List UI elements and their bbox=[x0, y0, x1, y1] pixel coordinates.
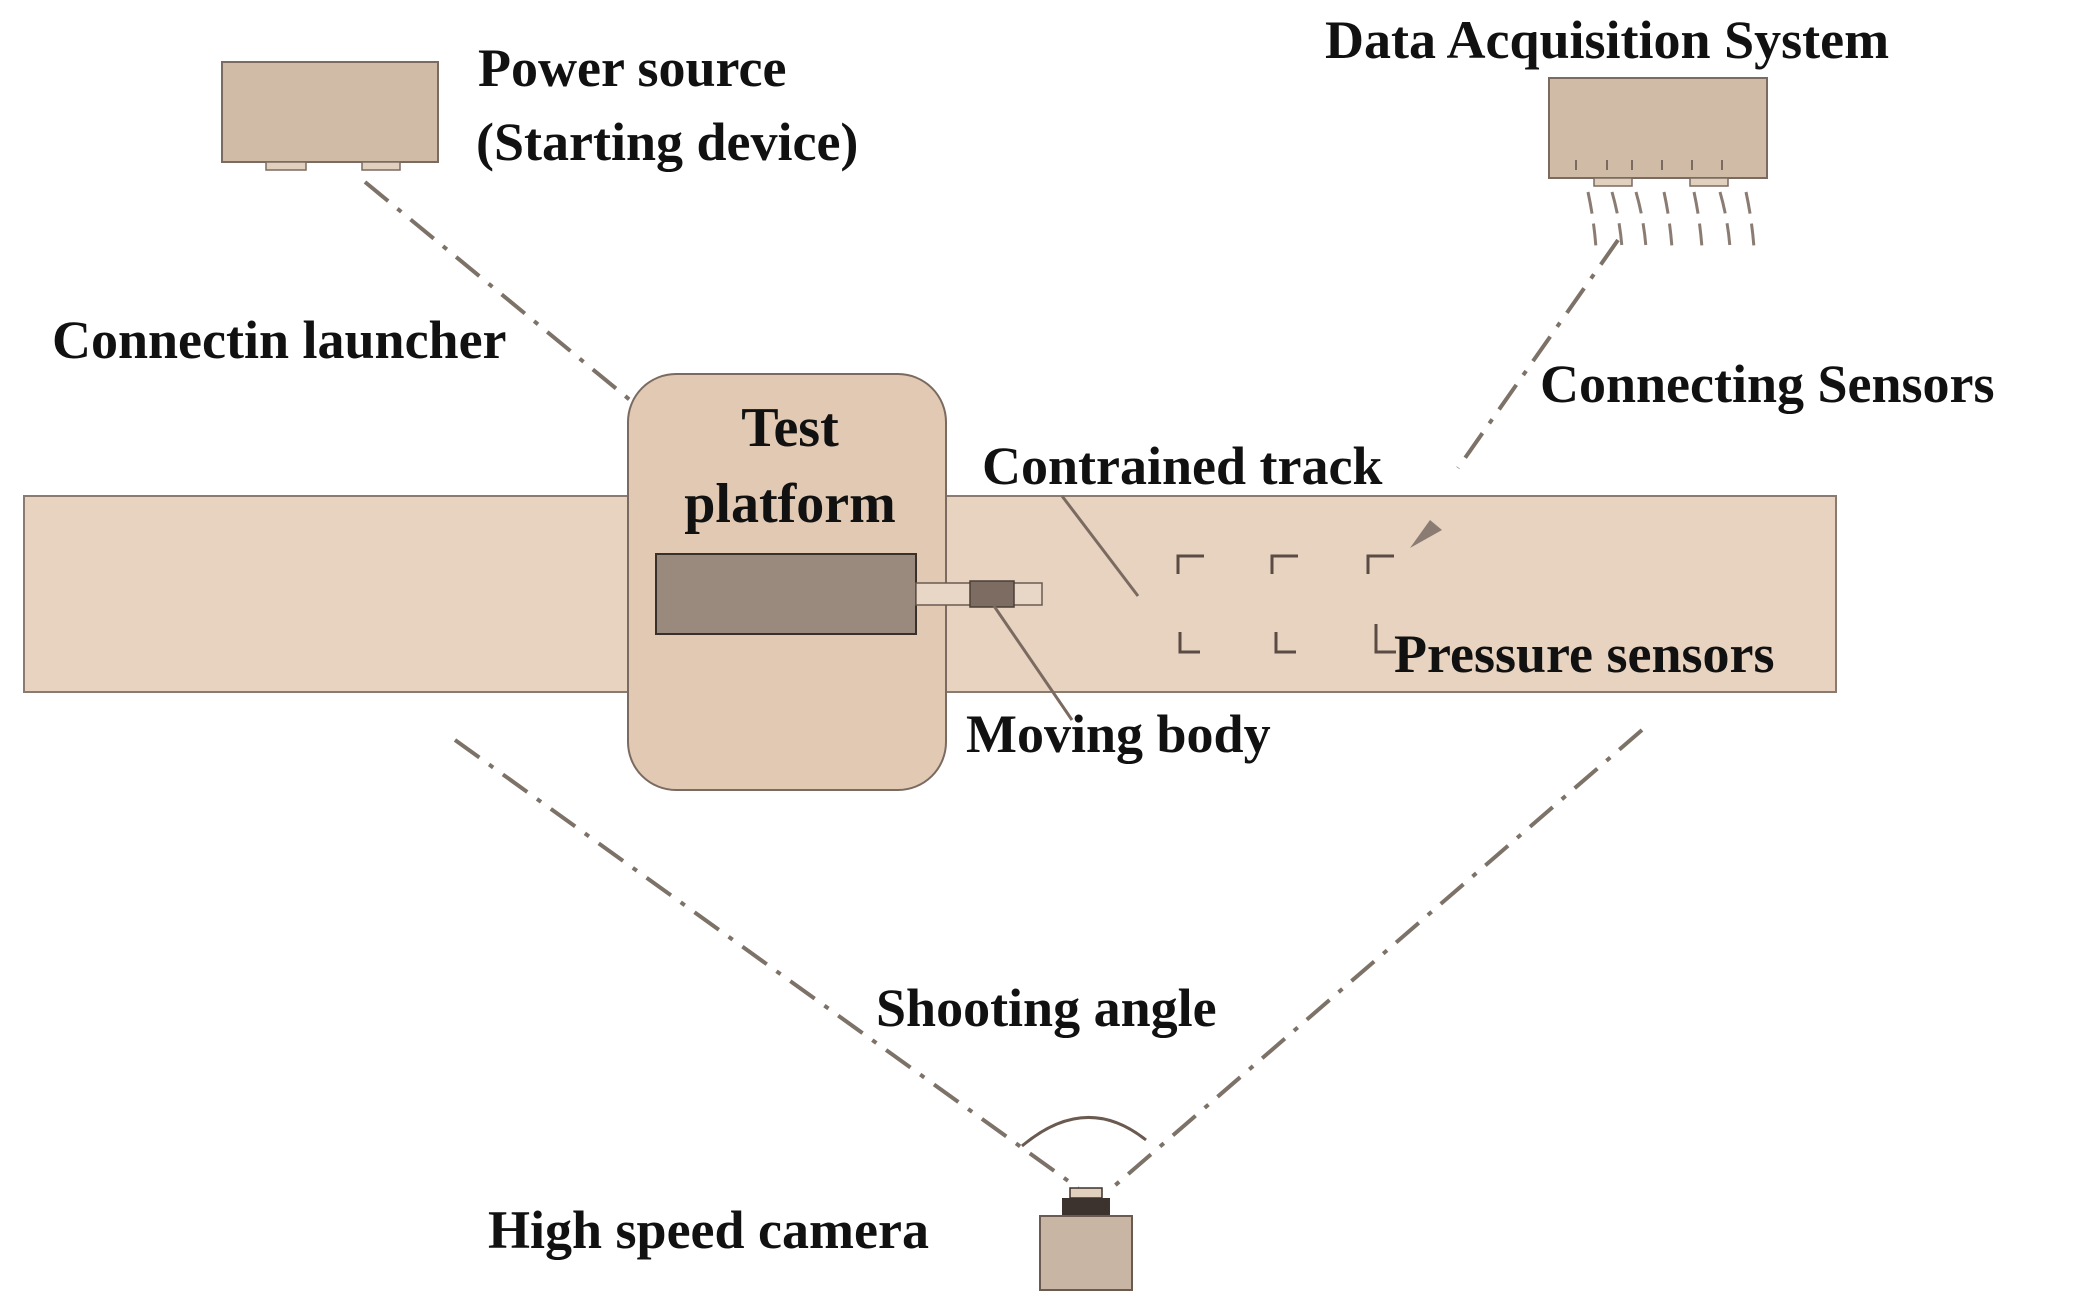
camera-view-line-right bbox=[1110, 728, 1644, 1190]
moving-body bbox=[915, 580, 1043, 608]
pressure-sensor-marks bbox=[1176, 554, 1396, 654]
connecting-sensors-label: Connecting Sensors bbox=[1540, 354, 1995, 414]
power-source-sublabel: (Starting device) bbox=[476, 112, 858, 172]
sensor-cables bbox=[1586, 191, 1756, 249]
moving-body-label: Moving body bbox=[966, 704, 1271, 764]
constrained-track-label: Contrained track bbox=[982, 436, 1382, 496]
test-platform-sublabel: platform bbox=[684, 473, 896, 535]
connecting-launcher-label: Connectin launcher bbox=[52, 310, 507, 370]
shooting-angle-arc bbox=[1021, 1115, 1147, 1148]
test-platform-label: Test bbox=[741, 397, 839, 459]
data-acquisition-device bbox=[1548, 77, 1768, 187]
high-speed-camera-label: High speed camera bbox=[488, 1200, 929, 1260]
power-source-label: Power source bbox=[478, 38, 786, 98]
moving-body-pointer-line bbox=[992, 605, 1074, 721]
high-speed-camera-device bbox=[1039, 1187, 1133, 1291]
connection-lines bbox=[363, 180, 1644, 1190]
pressure-sensors-label: Pressure sensors bbox=[1394, 624, 1774, 684]
launcher-block bbox=[655, 553, 917, 635]
power-source-device bbox=[221, 61, 439, 171]
shooting-angle-label: Shooting angle bbox=[876, 978, 1217, 1038]
track-pointer-line bbox=[1060, 495, 1140, 597]
sensor-arrow-head bbox=[1410, 520, 1442, 548]
data-acquisition-label: Data Acquisition System bbox=[1325, 10, 1889, 70]
sensor-connection-line bbox=[1456, 238, 1620, 470]
camera-view-line-left bbox=[453, 738, 1080, 1190]
